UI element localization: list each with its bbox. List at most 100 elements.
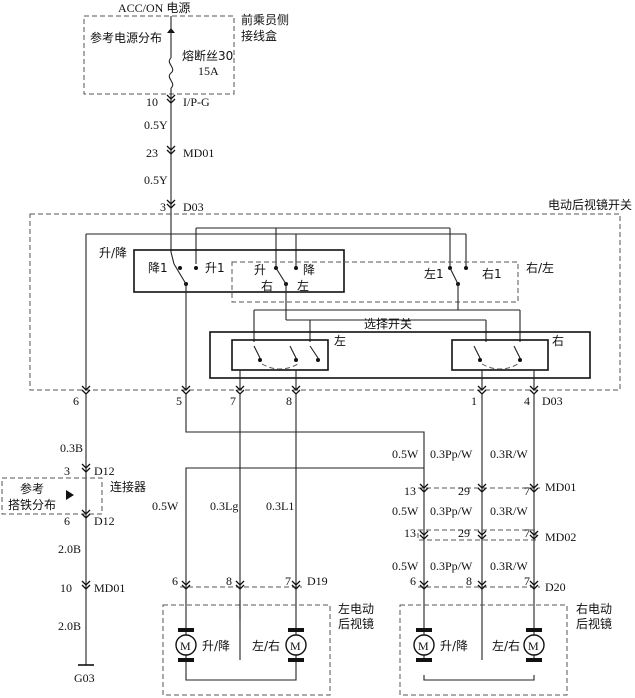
d03-top-pin: 3 bbox=[160, 200, 166, 214]
md01-right-name: MD01 bbox=[545, 480, 576, 494]
rb-wire: 0.3Pp/W bbox=[430, 559, 473, 573]
common-wire bbox=[185, 394, 425, 660]
d20-pin: 8 bbox=[466, 574, 472, 588]
motor-cap bbox=[416, 658, 432, 662]
d12-top-pin: 3 bbox=[64, 464, 70, 478]
md01-top-name: MD01 bbox=[183, 146, 214, 160]
left-lr-motor-icon bbox=[285, 634, 307, 656]
rl-left1: 左1 bbox=[424, 266, 444, 281]
mid-left: 左 bbox=[297, 278, 309, 293]
motor-return bbox=[185, 675, 297, 681]
switch-assembly-frame bbox=[29, 213, 621, 391]
right-mirror-name-2: 后视镜 bbox=[576, 616, 612, 631]
fuse-symbol-icon bbox=[168, 57, 174, 89]
rm-wire: 0.5W bbox=[392, 504, 419, 518]
rt-wire: 0.3Pp/W bbox=[430, 447, 473, 461]
d19-pin: 8 bbox=[226, 574, 232, 588]
updown-label: 升/降 bbox=[99, 246, 127, 260]
mid-up: 升 bbox=[254, 263, 266, 277]
motor-cap bbox=[178, 628, 194, 632]
d03-bottom-name: D03 bbox=[542, 394, 563, 408]
contact bbox=[518, 358, 522, 362]
left-updown-motor-icon bbox=[175, 634, 197, 656]
d20-pin: 7 bbox=[524, 574, 530, 588]
switch-title: 电动后视镜开关 bbox=[548, 197, 632, 212]
wire-03b: 0.3B bbox=[60, 441, 83, 455]
right-motor1-label: 升/降 bbox=[440, 639, 468, 653]
d19-name: D19 bbox=[307, 574, 328, 588]
rt-wire: 0.5W bbox=[392, 447, 419, 461]
left-wire-03l1: 0.3L1 bbox=[266, 499, 294, 513]
switch-blade bbox=[289, 345, 297, 359]
rm-wire: 0.3Pp/W bbox=[430, 504, 473, 518]
ground-name: G03 bbox=[74, 671, 95, 685]
contact bbox=[478, 358, 482, 362]
motor-symbol: M bbox=[180, 639, 191, 653]
fuse-rating: 15A bbox=[198, 64, 219, 78]
d12-bottom-pin: 6 bbox=[64, 514, 70, 528]
d20-pin: 6 bbox=[410, 574, 416, 588]
md01-left-name: MD01 bbox=[94, 581, 125, 595]
motor-symbol: M bbox=[418, 639, 429, 653]
selector-switch-box bbox=[209, 331, 591, 379]
motor-symbol: M bbox=[290, 639, 301, 653]
updown-up1: 升1 bbox=[205, 261, 225, 275]
left-mirror-name-1: 左电动 bbox=[338, 601, 374, 616]
ground-ref-1: 参考 bbox=[20, 481, 44, 496]
right-mirror-frame bbox=[399, 604, 568, 696]
contact bbox=[294, 266, 298, 270]
mech-link bbox=[481, 363, 519, 370]
motor-symbol: M bbox=[528, 639, 539, 653]
right-motor2-label: 左/右 bbox=[492, 638, 520, 653]
md01-right-pin: 13 bbox=[404, 484, 416, 498]
ref-arrow-icon bbox=[66, 490, 74, 500]
d19-pin: 6 bbox=[172, 574, 178, 588]
mid-down: 降 bbox=[303, 263, 315, 277]
contact bbox=[194, 266, 198, 270]
switch-blade bbox=[449, 267, 459, 285]
wire-05y-b: 0.5Y bbox=[144, 173, 168, 187]
updown-switch-box bbox=[133, 249, 345, 293]
left-motor1-label: 升/降 bbox=[202, 639, 230, 653]
wire-20b-b: 2.0B bbox=[58, 619, 81, 633]
contact-wire bbox=[170, 251, 175, 265]
rb-wire: 0.5W bbox=[392, 559, 419, 573]
motor-cap bbox=[526, 628, 542, 632]
md02-pin: 29 bbox=[458, 526, 470, 540]
d03-pin: 1 bbox=[471, 394, 477, 408]
ground-ref-frame bbox=[1, 477, 103, 515]
contact bbox=[294, 358, 298, 362]
right-mirror-name-1: 右电动 bbox=[576, 601, 612, 616]
switch-blade bbox=[275, 267, 287, 285]
wire-05y-a: 0.5Y bbox=[144, 118, 168, 132]
motor-cap bbox=[178, 658, 194, 662]
rb-wire: 0.3R/W bbox=[490, 559, 528, 573]
rl-right1: 右1 bbox=[482, 266, 502, 281]
mech-link bbox=[261, 363, 299, 370]
contact bbox=[178, 266, 182, 270]
selector-label: 选择开关 bbox=[364, 317, 412, 331]
connector-label: 连接器 bbox=[110, 479, 146, 494]
d03-pin: 8 bbox=[286, 394, 292, 408]
d20-name: D20 bbox=[545, 580, 566, 594]
md01-right-pin: 29 bbox=[458, 484, 470, 498]
switch-blade bbox=[513, 345, 521, 359]
switch-blade bbox=[309, 345, 319, 359]
switch-blade bbox=[173, 263, 187, 285]
motor-cap bbox=[288, 658, 304, 662]
fuse-box-frame bbox=[83, 15, 235, 95]
left-motor2-label: 左/右 bbox=[252, 638, 280, 653]
d03-top-name: D03 bbox=[183, 200, 204, 214]
fuse-name: 熔断丝30 bbox=[182, 48, 233, 63]
ip-g-name: I/P-G bbox=[183, 95, 210, 109]
d03-pin: 4 bbox=[524, 394, 530, 408]
mid-switch-frame bbox=[231, 261, 519, 303]
contact bbox=[258, 358, 262, 362]
right-updown-motor-icon bbox=[413, 634, 435, 656]
d03-pin: 6 bbox=[73, 394, 79, 408]
selector-right-group bbox=[451, 339, 549, 371]
d03-pin: 5 bbox=[176, 394, 182, 408]
left-wire-05w: 0.5W bbox=[152, 499, 179, 513]
